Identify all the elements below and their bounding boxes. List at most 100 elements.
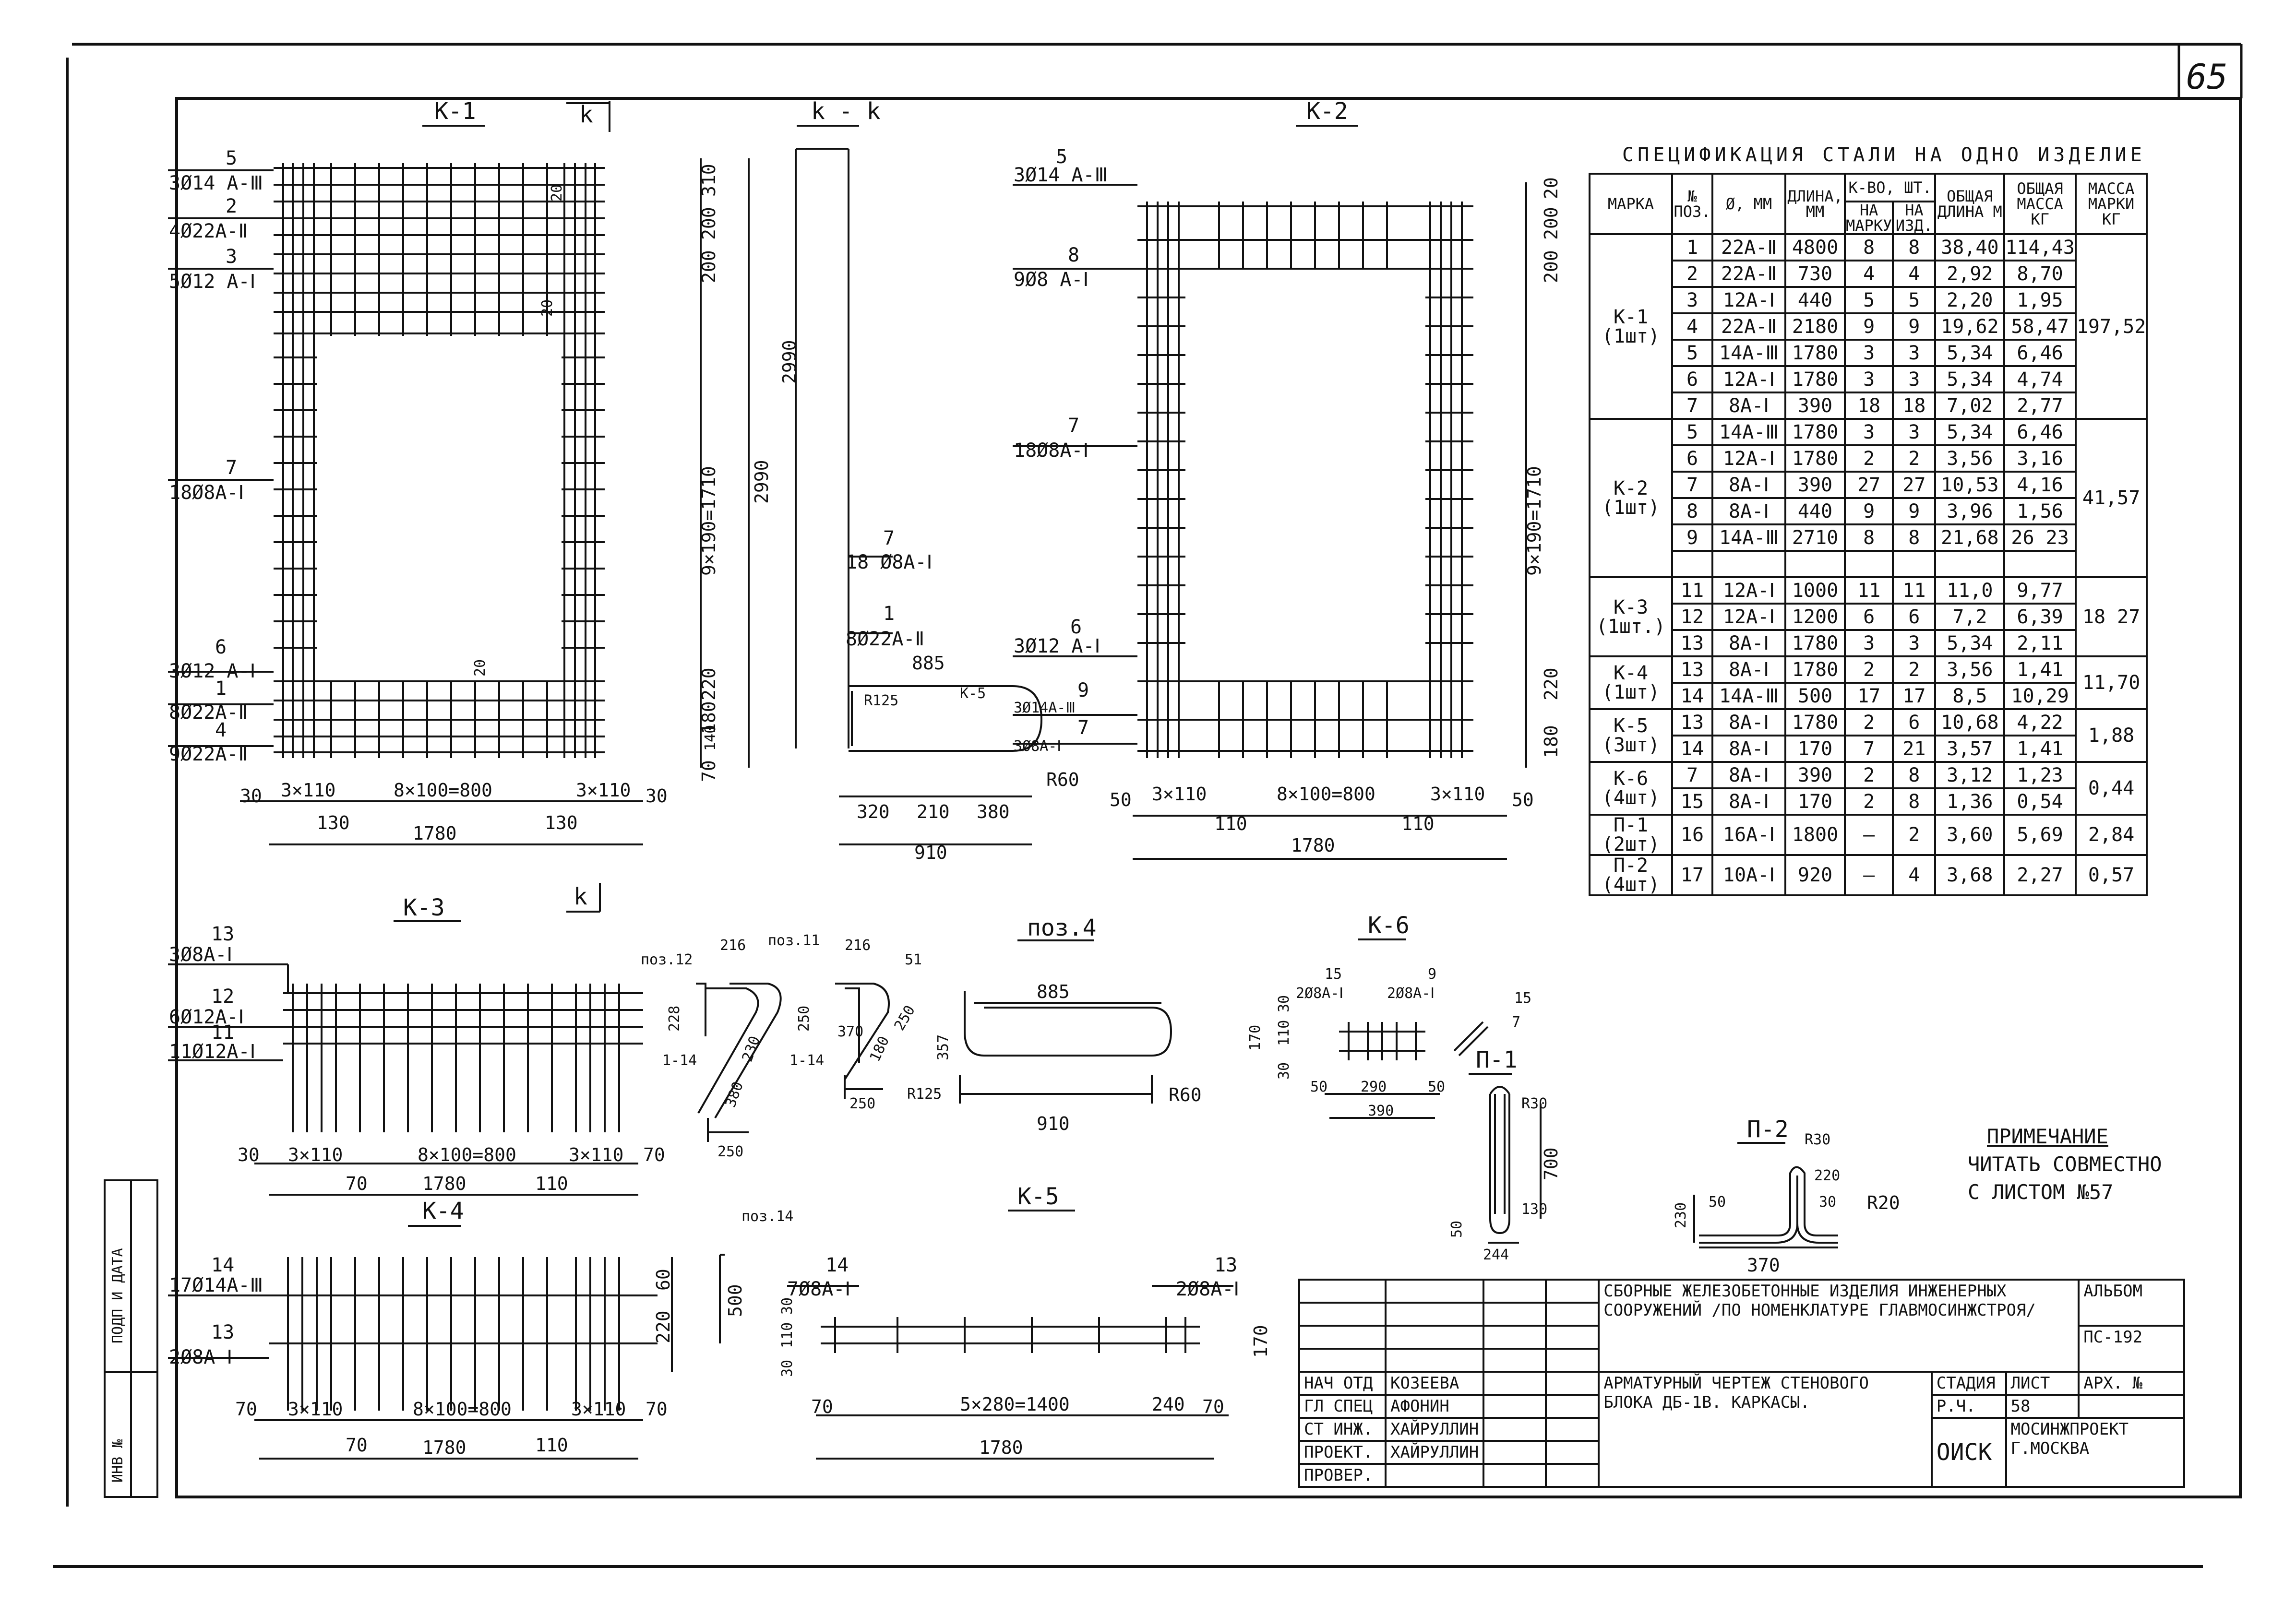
tb-name-3: ХАЙРУЛЛИН <box>1384 1440 1485 1465</box>
k2-dim-1780: 1780 <box>1291 835 1335 856</box>
spec-cell: 12А-Ⅰ <box>1711 286 1786 314</box>
k1-dim-130b: 130 <box>545 812 578 833</box>
spec-cell: 3 <box>1671 286 1713 314</box>
k1-section-mark-top: k <box>579 101 593 128</box>
k6-title: К-6 <box>1368 912 1410 939</box>
k4-dim-110: 110 <box>535 1435 568 1456</box>
k2-dim-3x110b: 3×110 <box>1430 784 1485 805</box>
spec-cell: 1780 <box>1784 629 1846 657</box>
spec-mark-mass: 11,70 <box>2074 655 2148 710</box>
spec-cell: 4 <box>1892 854 1937 896</box>
p1-dim-244: 244 <box>1483 1247 1509 1263</box>
k2-label-8: 8 <box>1068 244 1079 266</box>
spec-cell: 12А-Ⅰ <box>1711 576 1786 605</box>
pos4-r60: R60 <box>1169 1084 1202 1105</box>
p1-title: П-1 <box>1476 1046 1518 1073</box>
spec-cell: 12 <box>1671 603 1713 631</box>
spec-cell: 1,23 <box>2003 761 2077 789</box>
spec-cell: 8А-Ⅰ <box>1711 708 1786 736</box>
p1-dim-130: 130 <box>1521 1201 1547 1218</box>
k5-dim-30b: 30 <box>779 1360 796 1377</box>
spec-cell: 10,68 <box>1934 708 2006 736</box>
spec-cell: 5 <box>1843 286 1894 314</box>
hdr-total-mass: ОБЩАЯ МАССА КГ <box>2003 173 2077 235</box>
frame-k5-drawing <box>719 1254 1233 1460</box>
spec-cell: 6 <box>1671 444 1713 473</box>
k6-dim-110: 110 <box>1276 1020 1292 1046</box>
spec-cell: 14А-Ⅲ <box>1711 682 1786 710</box>
spec-cell <box>1843 550 1894 578</box>
k1-dim-30b: 30 <box>646 785 668 807</box>
hdr-total-len: ОБЩАЯ ДЛИНА М <box>1934 173 2006 235</box>
p2-dim-30: 30 <box>1819 1194 1836 1211</box>
spec-cell: 1000 <box>1784 576 1846 605</box>
k2-label-7b: 7 <box>1077 717 1089 739</box>
spec-cell: 11 <box>1843 576 1894 605</box>
spec-cell: 4,74 <box>2003 365 2077 393</box>
spec-cell: 3,56 <box>1934 655 2006 684</box>
k4-label-14: 14 <box>211 1254 234 1276</box>
kk-label-1: 1 <box>883 603 895 625</box>
spec-cell: 2 <box>1843 708 1894 736</box>
spec-cell: 3 <box>1843 418 1894 446</box>
note-block: ПРИМЕЧАНИЕ ЧИТАТЬ СОВМЕСТНО С ЛИСТОМ №57 <box>1968 1123 2162 1206</box>
spec-cell: 8А-Ⅰ <box>1711 787 1786 816</box>
poz11-dim-250: 250 <box>796 1006 813 1032</box>
k4-label-13: 13 <box>211 1321 234 1343</box>
spec-cell: 16А-Ⅰ <box>1711 814 1786 856</box>
spec-cell: 10,29 <box>2003 682 2077 710</box>
k3-dim-3x110a: 3×110 <box>288 1144 343 1165</box>
k5-label-bar13: 2Ø8А-Ⅰ <box>1176 1278 1239 1300</box>
spec-mark-cell: К-2 (1шт) <box>1589 418 1673 578</box>
spec-cell: 8А-Ⅰ <box>1711 735 1786 763</box>
spec-cell: 8А-Ⅰ <box>1711 471 1786 499</box>
k2-label-bar5: 3Ø14 А-Ⅲ <box>1014 164 1108 186</box>
kk-dim-320: 320 <box>857 801 890 822</box>
spec-cell: 730 <box>1784 260 1846 288</box>
spec-cell: 8 <box>1892 523 1937 552</box>
spec-cell: 8А-Ⅰ <box>1711 655 1786 684</box>
spec-cell: 1,36 <box>1934 787 2006 816</box>
k2-dim-110b: 110 <box>1401 813 1435 834</box>
spec-cell: 9 <box>1843 312 1894 341</box>
tb-arch-label: АРХ. № <box>2078 1371 2186 1396</box>
k1-dim-20c: 20 <box>472 659 489 677</box>
spec-row <box>1590 550 2147 578</box>
p2-r20: R20 <box>1867 1192 1900 1213</box>
spec-cell: 2 <box>1843 761 1894 789</box>
spec-cell: 14А-Ⅲ <box>1711 339 1786 367</box>
spec-cell: 390 <box>1784 761 1846 789</box>
spec-cell: 14 <box>1671 682 1713 710</box>
spec-cell: 8 <box>1892 787 1937 816</box>
k5-pos14-ref: поз.14 <box>741 1208 793 1225</box>
spec-cell: 3 <box>1892 365 1937 393</box>
k3-dim-70a: 70 <box>643 1144 665 1165</box>
spec-cell: 8 <box>1843 523 1894 552</box>
pos4-r125: R125 <box>907 1086 942 1103</box>
spec-cell: 1800 <box>1784 814 1846 856</box>
spec-cell: 3,12 <box>1934 761 2006 789</box>
k6-dim-290: 290 <box>1361 1079 1387 1095</box>
spec-cell: 7,02 <box>1934 392 2006 420</box>
k2-label-7: 7 <box>1068 415 1079 437</box>
p2-dim-230: 230 <box>1673 1202 1689 1228</box>
k2-label-9: 9 <box>1077 679 1089 701</box>
k3-label-bar13: 3Ø8А-Ⅰ <box>169 944 232 966</box>
spec-cell: 8,70 <box>2003 260 2077 288</box>
k2-dim-20: 20 <box>1541 177 1562 199</box>
frame-k4-drawing <box>168 1257 673 1460</box>
spec-cell: 14А-Ⅲ <box>1711 523 1786 552</box>
spec-cell: 22А-Ⅱ <box>1711 312 1786 341</box>
k3-dim-3x110b: 3×110 <box>569 1144 623 1165</box>
k6-dim-30b: 30 <box>1276 1062 1292 1080</box>
spec-cell: 18 <box>1892 392 1937 420</box>
spec-cell: 2 <box>1843 655 1894 684</box>
kk-r60: R60 <box>1046 769 1079 790</box>
spec-cell: 8 <box>1843 233 1894 261</box>
